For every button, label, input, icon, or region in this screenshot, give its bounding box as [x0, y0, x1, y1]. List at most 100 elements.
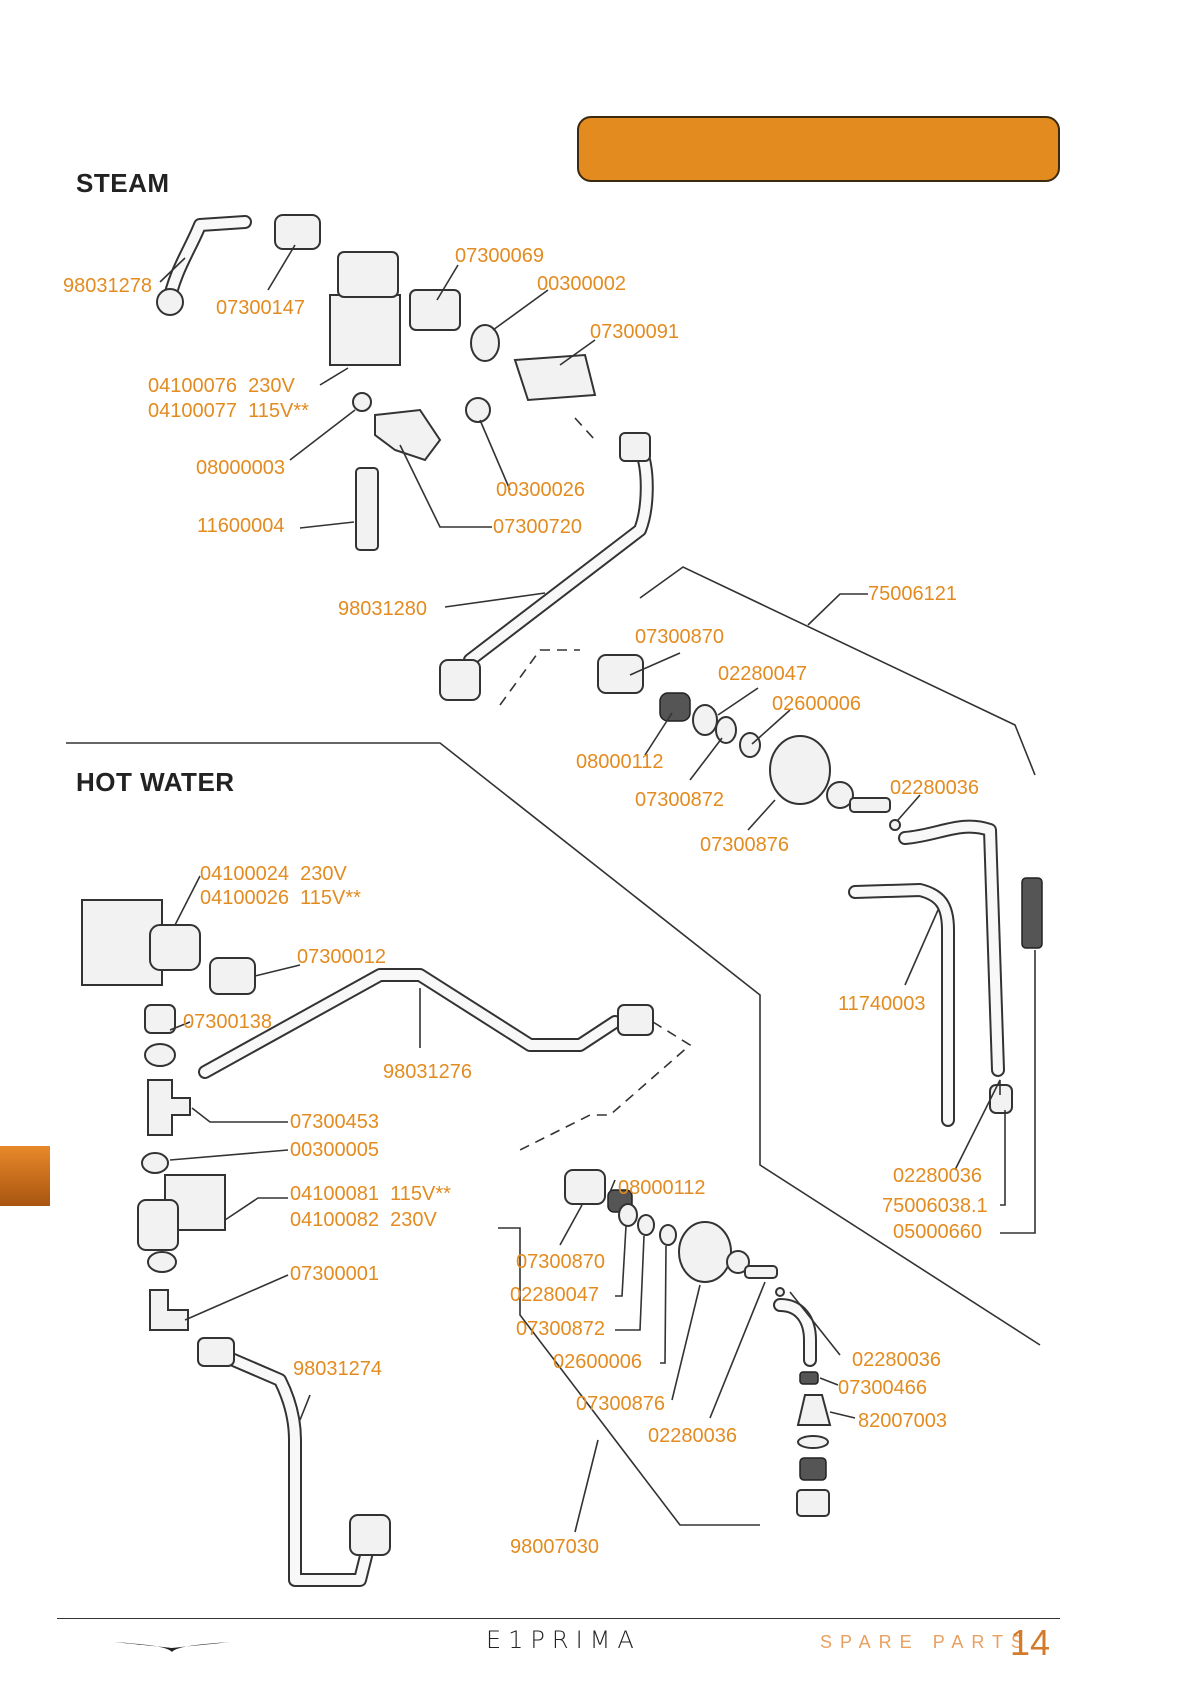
- label-02280036: 02280036: [890, 777, 979, 799]
- label-00300026: 00300026: [496, 479, 585, 501]
- bush-00300026: [465, 397, 491, 423]
- label-07300870: 07300870: [635, 626, 724, 648]
- nut-98031274-top: [197, 1337, 235, 1367]
- label-07300069: 07300069: [455, 245, 544, 267]
- knob-07300876-hw: [678, 1221, 732, 1283]
- tube-11600004: [355, 467, 379, 551]
- label-07300091: 07300091: [590, 321, 679, 343]
- side-tab-marker: [0, 1146, 50, 1206]
- label-04100077: 04100077 115V**: [148, 400, 309, 422]
- washer-07300872: [715, 716, 737, 744]
- oring-02280047: [692, 704, 718, 736]
- tip-75006038: [989, 1084, 1013, 1114]
- nut-98031276: [617, 1004, 654, 1036]
- label-07300876-hw: 07300876: [576, 1393, 665, 1415]
- label-07300466: 07300466: [838, 1377, 927, 1399]
- label-98007030: 98007030: [510, 1536, 599, 1558]
- footer-divider: [57, 1618, 1060, 1619]
- nut-98031274-bottom: [349, 1514, 391, 1556]
- solenoid-top: [337, 251, 399, 298]
- label-98031278: 98031278: [63, 275, 152, 297]
- knob-07300876: [769, 735, 831, 805]
- nozzle-cap: [796, 1489, 830, 1517]
- label-00300002: 00300002: [537, 273, 626, 295]
- label-05000660: 05000660: [893, 1221, 982, 1243]
- label-04100082: 04100082 230V: [290, 1209, 437, 1231]
- label-04100026: 04100026 115V**: [200, 887, 361, 909]
- label-75006121: 75006121: [868, 583, 957, 605]
- footer-section-title: SPARE PARTS: [820, 1632, 1032, 1652]
- label-07300147: 07300147: [216, 297, 305, 319]
- section-divider: [66, 742, 1041, 1346]
- nut-00300005: [141, 1152, 169, 1174]
- tip-05000660: [1021, 877, 1043, 949]
- label-02280047: 02280047: [718, 663, 807, 685]
- label-08000112: 08000112: [576, 751, 664, 773]
- label-07300872: 07300872: [635, 789, 724, 811]
- section-title-steam: STEAM: [76, 168, 170, 198]
- label-98031280: 98031280: [338, 598, 427, 620]
- elbow-07300720: [374, 408, 442, 462]
- label-02280036-c: 02280036: [648, 1425, 737, 1447]
- nut-00300002: [470, 324, 500, 362]
- nut-98031280-bottom: [439, 659, 481, 701]
- ball-stem: [849, 797, 891, 813]
- nozzle-insert: [799, 1457, 827, 1481]
- footer-brand: E1PRIMA: [486, 1626, 641, 1654]
- nut-98031278: [156, 288, 184, 316]
- nut-lower: [147, 1251, 177, 1273]
- label-00300005: 00300005: [290, 1139, 379, 1161]
- label-11740003: 11740003: [838, 993, 926, 1015]
- ball-joint: [826, 781, 854, 809]
- tee-07300091: [513, 353, 597, 402]
- label-11600004: 11600004: [197, 515, 285, 537]
- fitting-07300870: [597, 654, 644, 694]
- part-labels: 98031278 07300147 07300069 00300002 0730…: [63, 245, 988, 1558]
- leader-lines: [159, 244, 1036, 1533]
- fitting-07300012: [209, 957, 256, 995]
- label-02600006: 02600006: [772, 693, 861, 715]
- nut-98031280-top: [619, 432, 651, 462]
- tee-07300453: [147, 1079, 191, 1136]
- label-98031274: 98031274: [293, 1358, 382, 1380]
- group-bracket-98007030: [498, 1227, 760, 1526]
- label-07300872-hw: 07300872: [516, 1318, 605, 1340]
- section-title-hot-water: HOT WATER: [76, 767, 235, 797]
- ball-joint-hw: [726, 1250, 750, 1274]
- elbow-07300001: [149, 1289, 189, 1331]
- oring-02280036-steam: [889, 819, 901, 831]
- label-04100081: 04100081 115V**: [290, 1183, 451, 1205]
- solenoid-body: [149, 924, 201, 971]
- header-banner: [577, 116, 1060, 182]
- page-number: 14: [1010, 1622, 1051, 1663]
- label-07300720: 07300720: [493, 516, 582, 538]
- washer-02600006-hw: [659, 1224, 677, 1246]
- label-08000003: 08000003: [196, 457, 285, 479]
- oring-02280047-hw: [618, 1203, 638, 1227]
- label-07300876: 07300876: [700, 834, 789, 856]
- solenoid-04100076: [329, 294, 401, 366]
- spring-08000112: [659, 692, 691, 722]
- washer-02600006: [739, 732, 761, 758]
- washer-07300872-hw: [637, 1214, 655, 1236]
- washer-08000003: [352, 392, 372, 412]
- nozzle-82007003: [796, 1394, 832, 1426]
- fitting-07300069: [409, 289, 461, 331]
- oring-02280036-hw: [775, 1287, 785, 1297]
- group-bracket-75006121: [639, 566, 1036, 776]
- label-02280036-b: 02280036: [852, 1349, 941, 1371]
- label-75006038: 75006038.1: [882, 1195, 988, 1217]
- label-98031276: 98031276: [383, 1061, 472, 1083]
- nozzle-ring: [797, 1435, 829, 1449]
- label-02280036-a: 02280036: [893, 1165, 982, 1187]
- nozzle-07300466: [799, 1371, 819, 1385]
- label-07300870-hw: 07300870: [516, 1251, 605, 1273]
- fitting-07300147: [274, 214, 321, 250]
- brand-logo-icon: [114, 1642, 230, 1652]
- label-04100024: 04100024 230V: [200, 863, 347, 885]
- label-07300001: 07300001: [290, 1263, 379, 1285]
- nut-hw: [144, 1043, 176, 1067]
- label-07300453: 07300453: [290, 1111, 379, 1133]
- label-02280047-hw: 02280047: [510, 1284, 599, 1306]
